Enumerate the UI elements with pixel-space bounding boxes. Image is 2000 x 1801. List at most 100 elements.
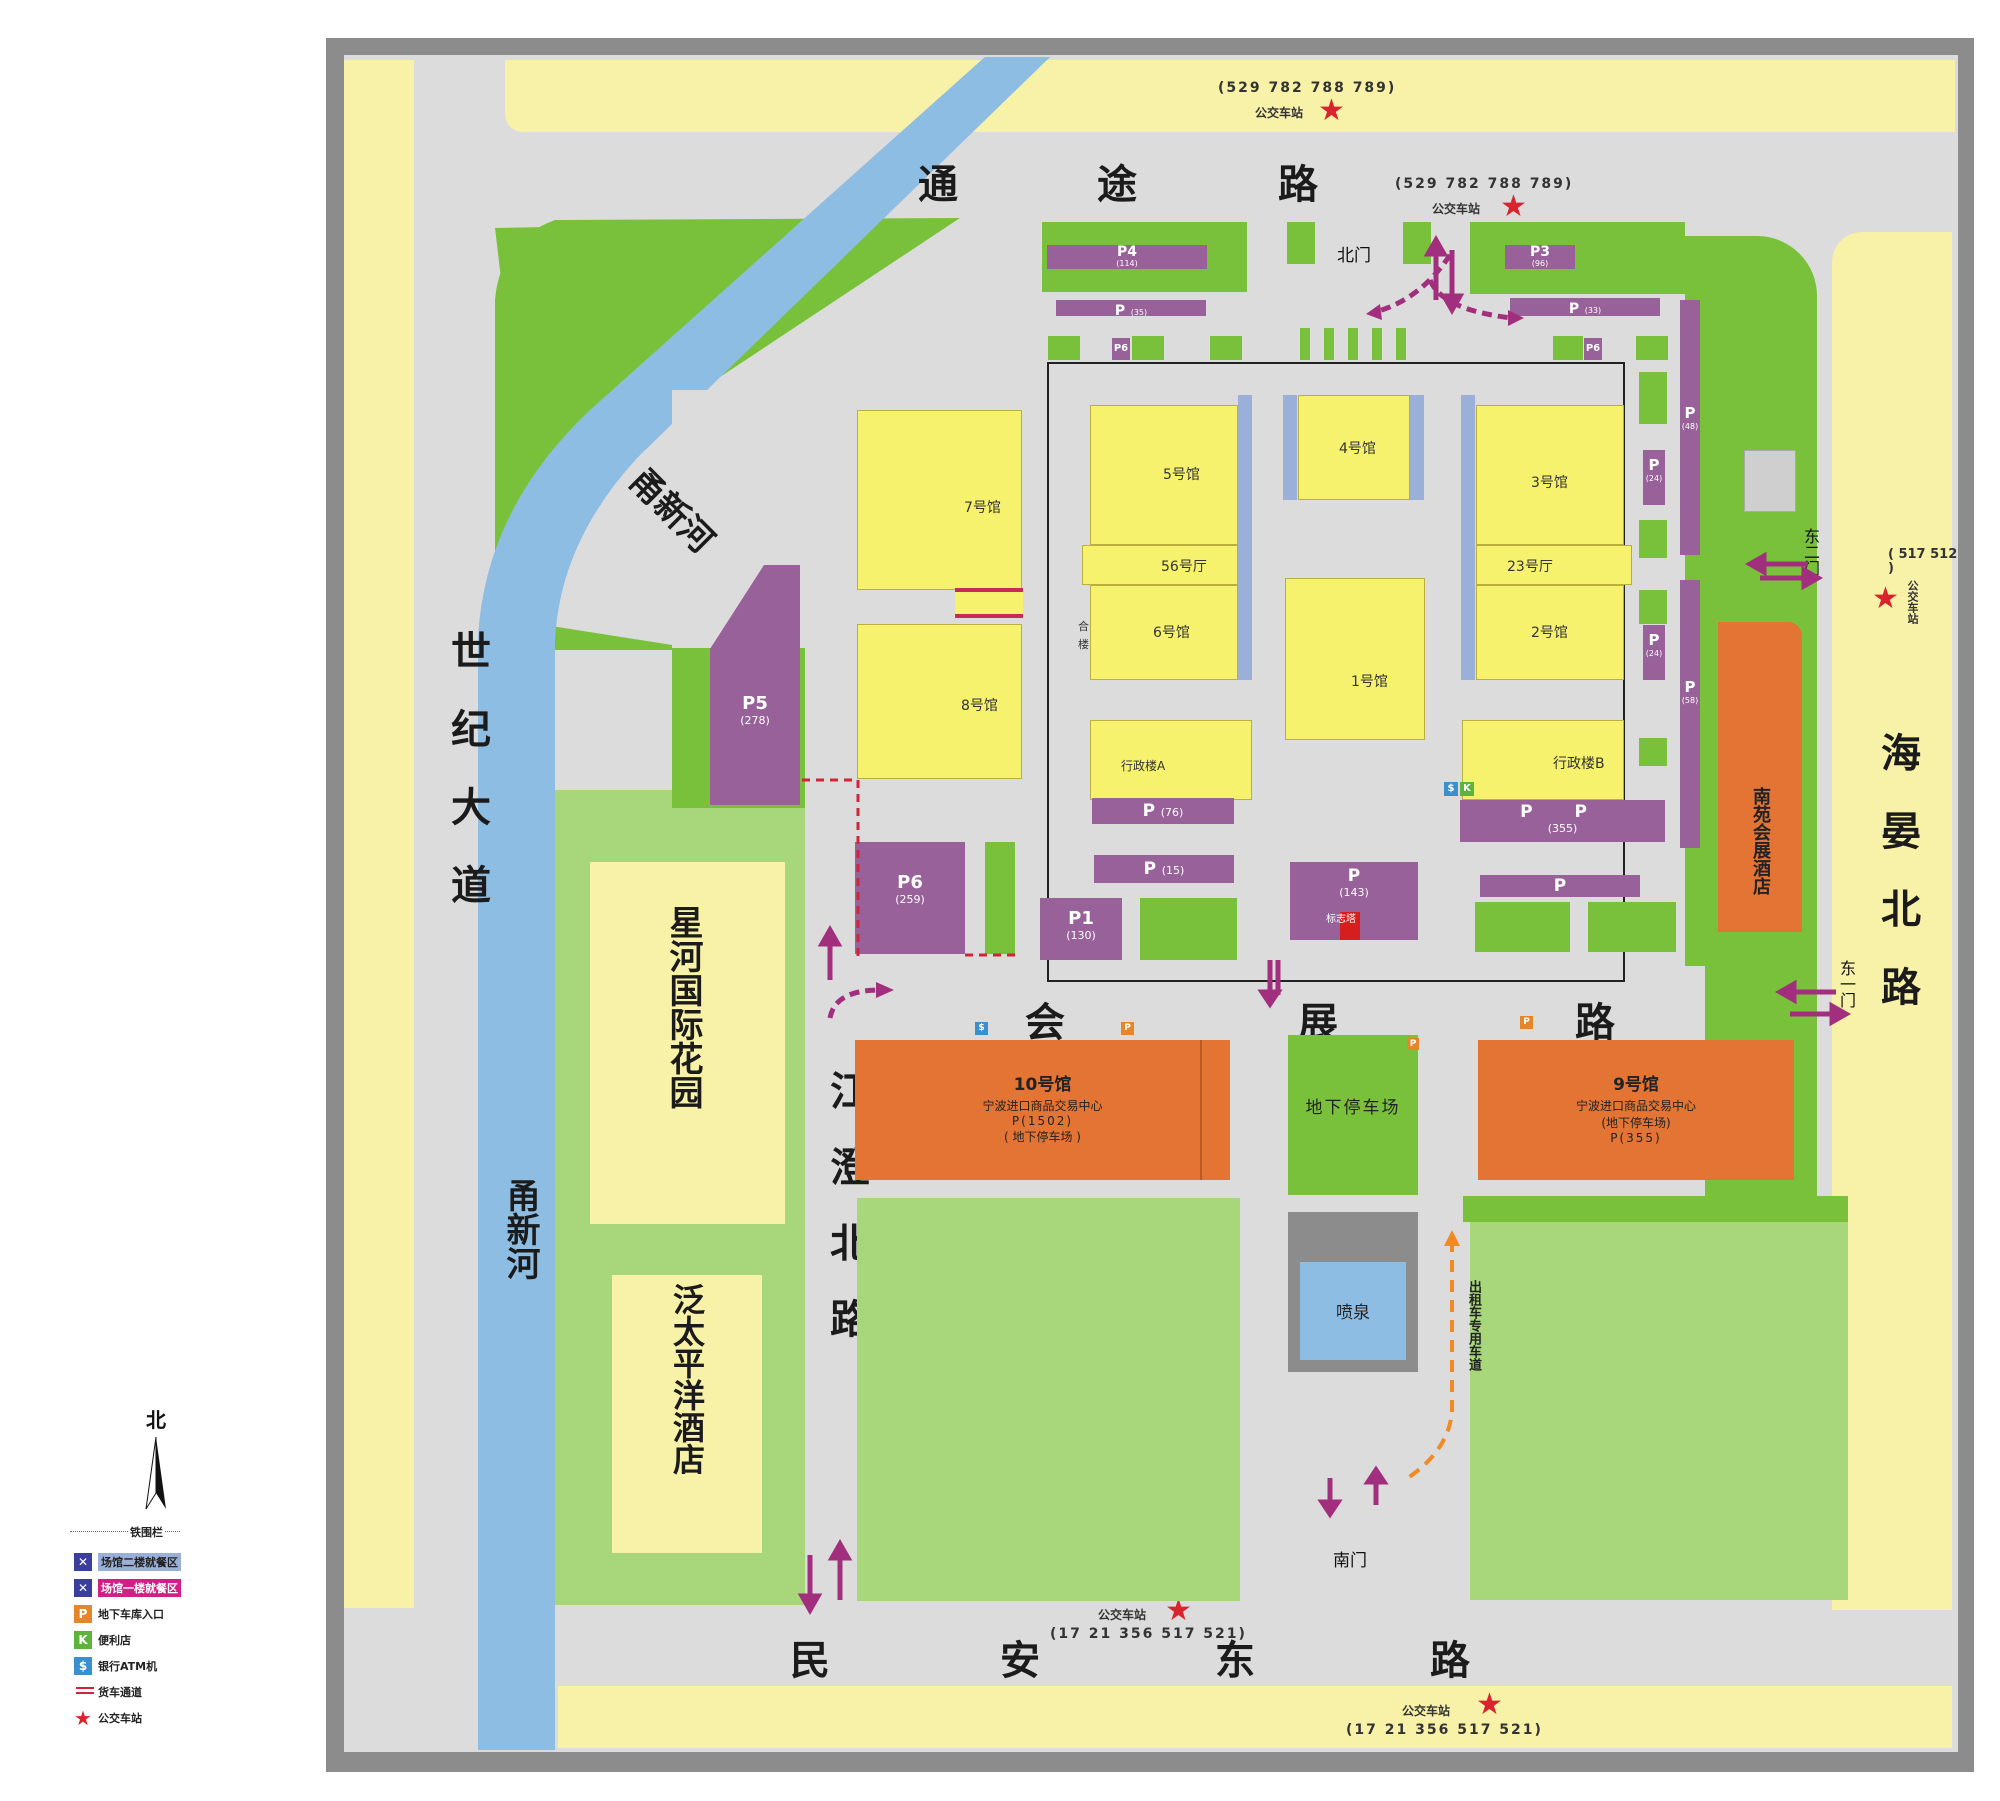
hall-2[interactable]: 2号馆: [1476, 585, 1624, 680]
parking-p143[interactable]: P (143) 标志塔: [1290, 862, 1418, 940]
underground-parking[interactable]: 地下停车场: [1288, 1035, 1418, 1195]
green-patch: [1210, 336, 1242, 360]
north-green-mid1: [1287, 222, 1315, 264]
legend-label: 场馆二楼就餐区: [98, 1553, 181, 1571]
parking-label: P: [1347, 866, 1361, 886]
parking-count: (24): [1645, 474, 1663, 483]
parking-p6[interactable]: P6 (259): [855, 842, 965, 954]
north-strip: [505, 60, 1955, 132]
parking-label: P4: [1116, 244, 1137, 260]
river-edge: [478, 57, 1050, 1750]
parking-label: P: [1568, 301, 1580, 317]
parking-east-58[interactable]: P (58): [1680, 580, 1700, 848]
legend-divider: [70, 1531, 180, 1532]
hall-56[interactable]: 56号厅: [1082, 545, 1238, 585]
xinghe-label: 星河国际花园: [663, 905, 703, 1109]
bus-lines-south-inner: (17 21 356 517 521): [1050, 1626, 1247, 1642]
hall-9-subtitle: 宁波进口商品交易中心: [1575, 1099, 1696, 1113]
legend-dining-2: ✕ 场馆二楼就餐区: [74, 1552, 181, 1572]
road-tongtu-2: 途: [1097, 162, 1137, 208]
bus-label-north-gate: 公交车站: [1432, 202, 1481, 216]
hall-side-label: 合 楼: [1078, 620, 1089, 651]
parking-p6-small-west[interactable]: P6: [1112, 338, 1130, 360]
bus-stop-icon: ★: [74, 1706, 92, 1730]
bus-stop-icon: ★: [1872, 581, 1899, 616]
legend-label: 货车通道: [98, 1686, 142, 1699]
legend-garage: P 地下车库入口: [74, 1604, 164, 1624]
bus-lines-north-gate: (529 782 788 789): [1395, 176, 1574, 192]
legend-store: K 便利店: [74, 1630, 131, 1650]
parking-count: (58): [1681, 696, 1699, 705]
south-strip: [558, 1686, 1952, 1748]
hall-3[interactable]: 3号馆: [1476, 405, 1624, 545]
road-shiji: 世纪大道: [444, 630, 490, 942]
atm-icon: $: [74, 1657, 92, 1675]
underground-label: 地下停车场: [1305, 1098, 1401, 1118]
parking-east-24b[interactable]: P (24): [1643, 625, 1665, 680]
landmark-tower: [1340, 912, 1360, 940]
parking-p6-small-east[interactable]: P6: [1584, 338, 1602, 360]
hall-23[interactable]: 23号厅: [1476, 545, 1632, 585]
legend-label: 场馆一楼就餐区: [98, 1579, 181, 1597]
dining-icon: ✕: [74, 1553, 92, 1571]
taxi-lane-arrows: [1403, 1230, 1460, 1482]
parking-p3[interactable]: P3 (96): [1505, 245, 1575, 269]
hall-10[interactable]: 10号馆 宁波进口商品交易中心 P(1502) ( 地下停车场 ): [855, 1040, 1230, 1180]
green-patch: [1639, 520, 1667, 558]
hall-label: 56号厅: [1161, 559, 1207, 575]
hall-9[interactable]: 9号馆 宁波进口商品交易中心 (地下停车场) P(355): [1478, 1040, 1794, 1180]
road-tongtu-3: 路: [1278, 162, 1318, 208]
parking-p35[interactable]: P (35): [1056, 300, 1206, 319]
hall-label: 23号厅: [1507, 559, 1553, 575]
parking-east-48[interactable]: P (48): [1680, 300, 1700, 555]
nanyuan-hotel[interactable]: 南苑会展酒店: [1718, 622, 1802, 932]
road-minan-2: 安: [1000, 1638, 1040, 1684]
parking-p-lower[interactable]: P: [1480, 875, 1640, 897]
green-patch: [1639, 738, 1667, 766]
green-patch: [1639, 590, 1667, 624]
parking-label: P: [1648, 456, 1660, 474]
parking-p1[interactable]: P1 (130): [1040, 898, 1122, 960]
hall-6[interactable]: 6号馆: [1090, 585, 1238, 680]
bus-lines-north-top: (529 782 788 789): [1218, 80, 1397, 96]
hall-5[interactable]: 5号馆: [1090, 405, 1238, 545]
parking-p4[interactable]: P4 (114): [1047, 245, 1207, 269]
fountain[interactable]: 喷泉: [1300, 1262, 1406, 1360]
parking-count: (259): [895, 893, 925, 906]
parking-label: P: [1143, 859, 1157, 879]
hall-10-subtitle: 宁波进口商品交易中心: [982, 1099, 1103, 1113]
parking-p33[interactable]: P (33): [1510, 298, 1660, 317]
legend-label: 地下车库入口: [98, 1608, 164, 1621]
atm-icon: $: [1444, 782, 1458, 796]
hall-8[interactable]: 8号馆: [857, 624, 1022, 779]
hall-4-corridor-w: [1283, 395, 1297, 500]
admin-building-b[interactable]: 行政楼B: [1462, 720, 1624, 800]
parking-count: (15): [1161, 864, 1185, 877]
east-building-square: [1744, 450, 1796, 512]
hall-1[interactable]: 1号馆: [1285, 578, 1425, 740]
hall-4[interactable]: 4号馆: [1298, 395, 1410, 500]
hall-label: 3号馆: [1531, 475, 1568, 491]
gate-east-one[interactable]: 东一门: [1837, 960, 1856, 1008]
parking-p76[interactable]: P (76): [1092, 798, 1234, 824]
nanyuan-label: 南苑会展酒店: [1750, 787, 1771, 895]
hall-7[interactable]: 7号馆: [857, 410, 1022, 590]
hall-9-note: (地下停车场): [1601, 1116, 1671, 1130]
parking-p355-upper[interactable]: P P (355): [1460, 800, 1665, 842]
bus-stop-icon: ★: [1476, 1687, 1503, 1722]
green-patch: [1300, 328, 1412, 360]
store-icon: K: [1460, 782, 1474, 796]
taxi-lane-label: 出租车专用车道: [1466, 1280, 1481, 1371]
gate-north[interactable]: 北门: [1337, 246, 1371, 266]
parking-count: (76): [1160, 806, 1184, 819]
parking-p15[interactable]: P (15): [1094, 855, 1234, 883]
fantai-label: 泛太平洋酒店: [668, 1283, 706, 1475]
bus-label-south-outer: 公交车站: [1402, 1704, 1451, 1718]
hall-label: 行政楼B: [1553, 756, 1605, 772]
parking-label: P: [1553, 876, 1567, 896]
legend-dining-1: ✕ 场馆一楼就餐区: [74, 1578, 181, 1598]
admin-building-a[interactable]: 行政楼A: [1090, 720, 1252, 800]
northwest-green: [495, 218, 960, 640]
parking-east-24a[interactable]: P (24): [1643, 450, 1665, 505]
gate-south[interactable]: 南门: [1333, 1551, 1367, 1571]
